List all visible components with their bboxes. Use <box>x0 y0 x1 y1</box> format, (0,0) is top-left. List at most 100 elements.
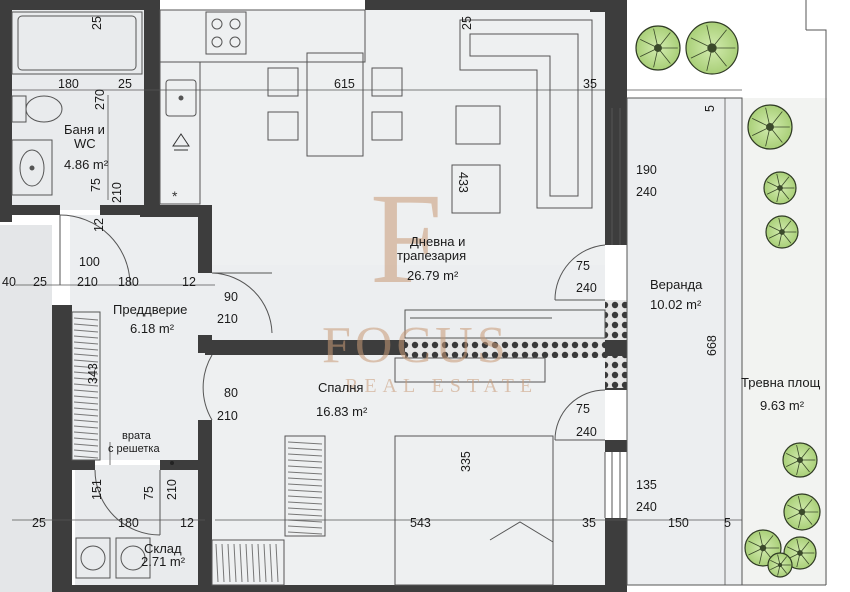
outer-borders <box>626 0 827 586</box>
hanger-line <box>73 407 99 411</box>
hanger-line <box>73 431 99 435</box>
hanger-line <box>287 513 323 517</box>
hanger-line <box>73 413 99 417</box>
hanger-line <box>287 489 323 493</box>
tree-icon <box>747 104 793 150</box>
dim-240-d: 240 <box>636 500 657 514</box>
hall-wardrobe <box>71 311 101 461</box>
dim-270: 270 <box>93 89 107 110</box>
hanger-line <box>257 543 261 583</box>
tv-cabinet <box>394 309 606 383</box>
tree-icon <box>767 552 793 578</box>
dim-180-bath: 180 <box>58 77 79 91</box>
hanger-line <box>73 317 99 321</box>
bath-area: 4.86 m² <box>64 157 109 172</box>
dim-5-top: 5 <box>703 105 717 112</box>
hanger-line <box>73 401 99 405</box>
washing-machine <box>75 537 151 579</box>
windows <box>611 108 621 518</box>
dim-543: 543 <box>410 516 431 530</box>
veranda-name: Веранда <box>650 277 703 292</box>
hanger-line <box>287 477 323 481</box>
dim-5-bottom: 5 <box>724 516 731 530</box>
dimension-lines <box>12 89 742 585</box>
exterior-left <box>0 225 52 592</box>
dim-240-c: 240 <box>576 425 597 439</box>
asterisk-mark: * <box>172 188 178 204</box>
dim-90: 90 <box>224 290 238 304</box>
hanger-line <box>215 543 219 583</box>
fridge-vent-icon <box>172 133 190 151</box>
watermark-logo: F FOCUS REAL ESTATE <box>322 167 538 397</box>
tree-icon <box>783 536 817 570</box>
hanger-line <box>287 507 323 511</box>
dim-75-store: 75 <box>142 486 156 500</box>
hanger-line <box>73 443 99 447</box>
tree-icon <box>782 442 818 478</box>
walls <box>0 0 627 592</box>
dim-40: 40 <box>2 275 16 289</box>
hanger-line <box>233 543 237 583</box>
dim-80: 80 <box>224 386 238 400</box>
hanger-line <box>269 543 273 583</box>
living-name-line1: Дневна и <box>410 234 465 249</box>
hanger-line <box>73 371 99 375</box>
hanger-line <box>275 543 279 583</box>
hall-area: 6.18 m² <box>130 321 175 336</box>
dim-135: 135 <box>636 478 657 492</box>
hanger-line <box>227 543 231 583</box>
grate-door-line2: с решетка <box>108 443 160 455</box>
living-name-line2: трапезария <box>397 248 466 263</box>
coffee-table <box>451 105 501 214</box>
watermark-tagline: REAL ESTATE <box>345 375 538 397</box>
wardrobe-hangers <box>73 317 99 459</box>
dim-240-a: 240 <box>636 185 657 199</box>
hanger-line <box>287 483 323 487</box>
dim-151: 151 <box>90 479 104 500</box>
bath-name-line2: WC <box>74 136 96 151</box>
storage-area: 2.71 m² <box>141 554 186 569</box>
dim-35-top: 35 <box>583 77 597 91</box>
dim-25-bottom: 25 <box>32 516 46 530</box>
dim-433: 433 <box>456 172 470 193</box>
hatched-wall-center <box>405 338 605 358</box>
hanger-line <box>73 347 99 351</box>
hanger-line <box>287 471 323 475</box>
hanger-line <box>287 441 323 445</box>
hanger-line <box>221 543 225 583</box>
hanger-line <box>73 383 99 387</box>
dim-12-c: 12 <box>180 516 194 530</box>
hanger-line <box>287 495 323 499</box>
hanger-line <box>287 459 323 463</box>
hanger-line <box>287 447 323 451</box>
hanger-line <box>287 525 323 529</box>
dim-210-a: 210 <box>77 275 98 289</box>
dim-343: 343 <box>86 363 100 384</box>
hanger-line <box>239 543 243 583</box>
hanger-line <box>73 329 99 333</box>
hanger-line <box>73 353 99 357</box>
bedroom-wardrobe-hangers <box>215 441 323 583</box>
hanger-line <box>287 501 323 505</box>
toilet <box>11 95 63 123</box>
hatched-wall-veranda-2 <box>605 356 627 388</box>
bedroom-name: Спалня <box>318 380 363 395</box>
hanger-line <box>73 437 99 441</box>
watermark-brand: FOCUS <box>322 317 510 374</box>
bedroom-wardrobe <box>211 435 326 586</box>
living-area: 26.79 m² <box>407 268 459 283</box>
grass-area: 9.63 m² <box>760 398 805 413</box>
dim-240-b: 240 <box>576 281 597 295</box>
hanger-line <box>73 449 99 453</box>
hanger-line <box>245 543 249 583</box>
dim-100: 100 <box>79 255 100 269</box>
kitchen-counter <box>159 9 366 205</box>
bath-name-line1: Баня и <box>64 122 105 137</box>
dim-35-bottom: 35 <box>582 516 596 530</box>
dim-12-a: 12 <box>92 218 106 232</box>
trees <box>635 21 821 578</box>
dining-table <box>267 52 403 157</box>
dim-75-ver2: 75 <box>576 402 590 416</box>
grate-door-line1: врата <box>122 430 152 442</box>
